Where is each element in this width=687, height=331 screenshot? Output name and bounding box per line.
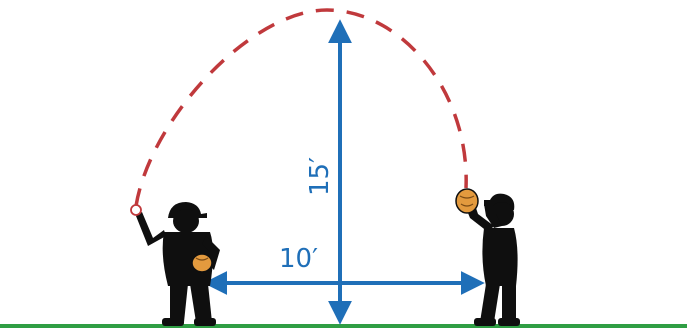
thrower-silhouette-icon <box>136 202 220 326</box>
baseball-icon <box>130 204 142 216</box>
baseball-glove-icon <box>455 188 479 214</box>
distance-label: 10′ <box>279 244 318 274</box>
ball-trajectory <box>134 8 468 207</box>
catcher-silhouette-icon <box>462 193 520 326</box>
height-label: 15′ <box>305 157 335 196</box>
baseball-glove-icon <box>191 253 213 273</box>
